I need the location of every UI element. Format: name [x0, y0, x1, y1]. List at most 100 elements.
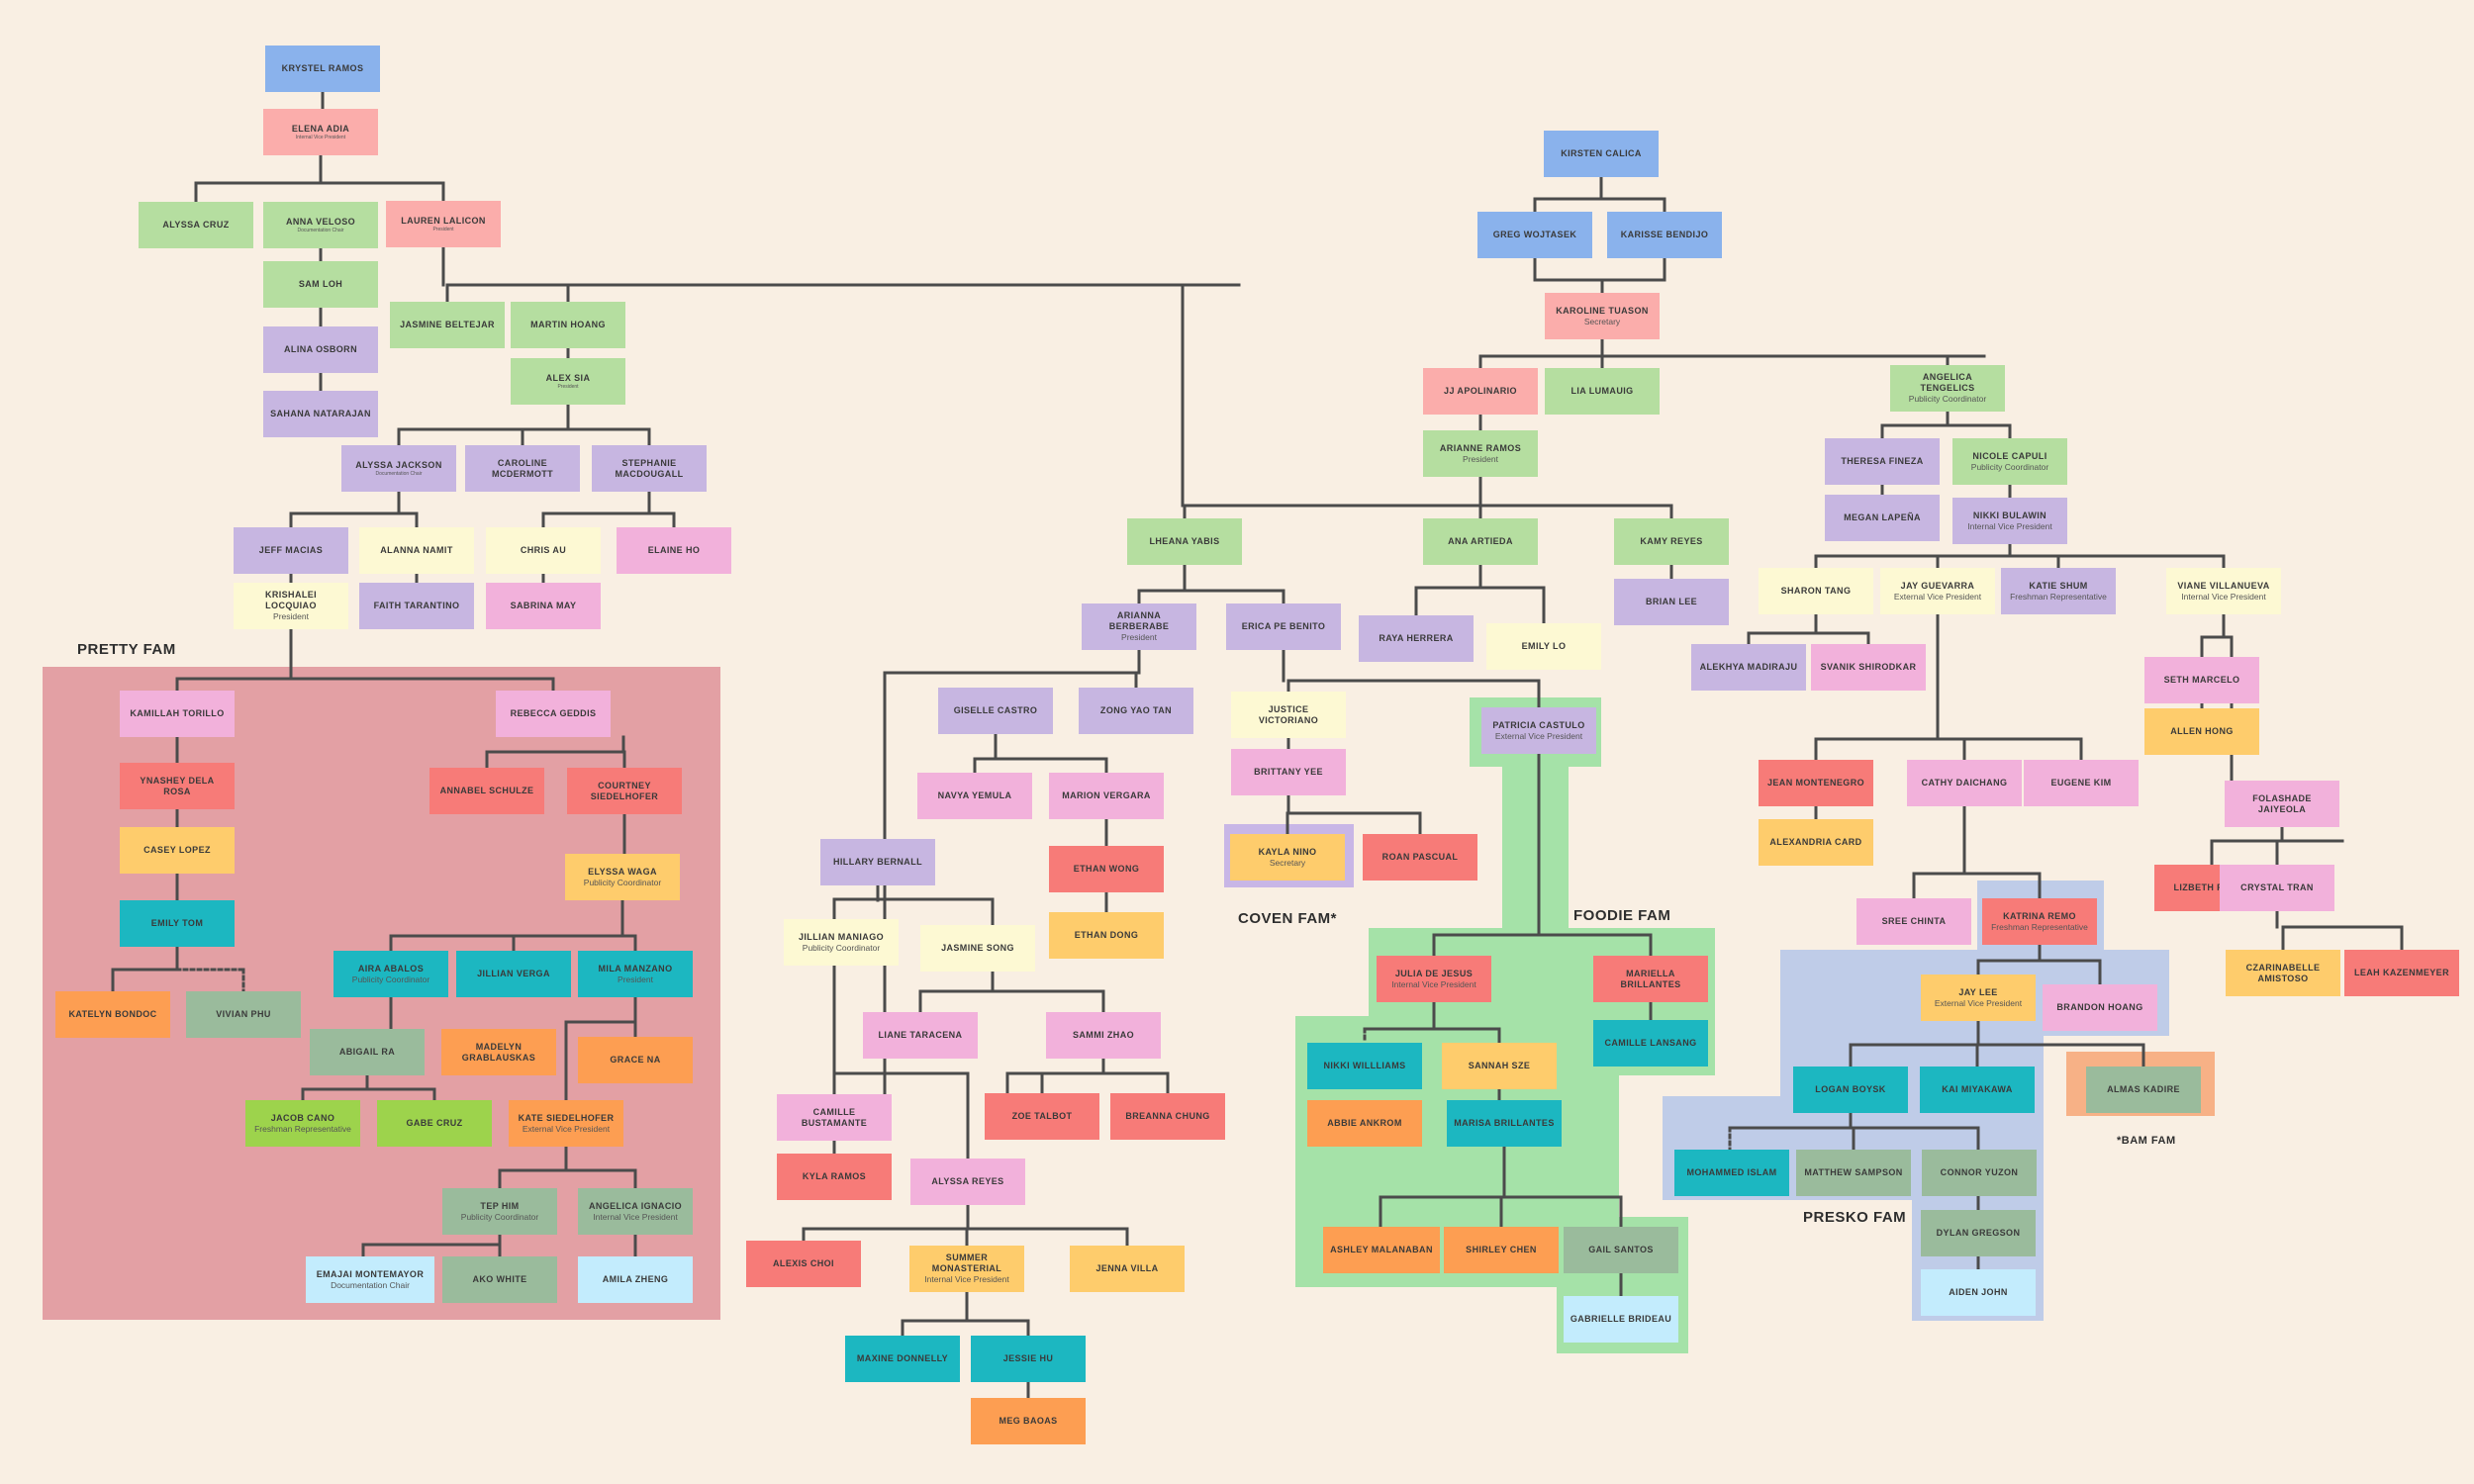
member-card-alanna-namit: ALANNA NAMIT — [359, 527, 474, 574]
member-role: Secretary — [1269, 858, 1306, 868]
member-name: ALYSSA CRUZ — [162, 220, 230, 231]
member-role: Publicity Coordinator — [460, 1212, 539, 1222]
member-card-gabrielle-brideau: GABRIELLE BRIDEAU — [1564, 1296, 1678, 1343]
member-name: YNASHEY DELA ROSA — [140, 776, 215, 796]
member-name: REBECCA GEDDIS — [510, 708, 597, 719]
member-card-sharon-tang: SHARON TANG — [1759, 568, 1873, 614]
member-name: JILLIAN VERGA — [477, 969, 550, 979]
member-card-megan-lapeña: MEGAN LAPEÑA — [1825, 495, 1940, 541]
member-card-marisa-brillantes: MARISA BRILLANTES — [1447, 1100, 1562, 1147]
member-role: Documentation Chair — [297, 227, 344, 233]
member-name: ALINA OSBORN — [284, 344, 357, 355]
member-role: President — [618, 974, 653, 984]
member-card-nikki-willliams: NIKKI WILLLIAMS — [1307, 1043, 1422, 1089]
member-name: KAMILLAH TORILLO — [130, 708, 225, 719]
member-card-jean-montenegro: JEAN MONTENEGRO — [1759, 760, 1873, 806]
member-name: STEPHANIE MACDOUGALL — [615, 458, 684, 479]
member-card-karisse-bendijo: KARISSE BENDIJO — [1607, 212, 1722, 258]
member-name: TEP HIM — [480, 1200, 520, 1211]
member-name: LAUREN LALICON — [401, 215, 486, 226]
member-name: GRACE NA — [610, 1055, 661, 1066]
member-card-camille-lansang: CAMILLE LANSANG — [1593, 1020, 1708, 1067]
member-name: BRANDON HOANG — [2056, 1002, 2143, 1013]
member-card-matthew-sampson: MATTHEW SAMPSON — [1796, 1150, 1911, 1196]
member-name: CATHY DAICHANG — [1921, 778, 2008, 788]
member-role: External Vice President — [1893, 592, 1982, 602]
member-card-gabe-cruz: GABE CRUZ — [377, 1100, 492, 1147]
member-name: MARISA BRILLANTES — [1454, 1118, 1555, 1129]
member-card-stephanie-macdougall: STEPHANIE MACDOUGALL — [592, 445, 707, 492]
member-card-annabel-schulze: ANNABEL SCHULZE — [429, 768, 544, 814]
member-role: Internal Vice President — [593, 1212, 678, 1222]
member-card-amila-zheng: AMILA ZHENG — [578, 1256, 693, 1303]
family-label-presko-fam: PRESKO FAM — [1803, 1209, 1907, 1226]
member-card-eugene-kim: EUGENE KIM — [2024, 760, 2139, 806]
member-name: ABIGAIL RA — [338, 1047, 396, 1058]
member-name: DYLAN GREGSON — [1936, 1228, 2021, 1239]
member-name: RAYA HERRERA — [1379, 633, 1454, 644]
member-name: JAY LEE — [1958, 986, 1998, 997]
member-card-svanik-shirodkar: SVANIK SHIRODKAR — [1811, 644, 1926, 691]
member-name: AIRA ABALOS — [357, 963, 425, 974]
member-card-almas-kadire: ALMAS KADIRE — [2086, 1067, 2201, 1113]
member-name: JEFF MACIAS — [258, 545, 324, 556]
member-card-allen-hong: ALLEN HONG — [2144, 708, 2259, 755]
member-name: ASHLEY MALANABAN — [1330, 1245, 1433, 1255]
member-name: JEAN MONTENEGRO — [1766, 778, 1864, 788]
member-card-alina-osborn: ALINA OSBORN — [263, 326, 378, 373]
member-card-faith-tarantino: FAITH TARANTINO — [359, 583, 474, 629]
member-card-mariella-brillantes: MARIELLA BRILLANTES — [1593, 956, 1708, 1002]
member-name: SUMMER MONASTERIAL — [931, 1252, 1002, 1273]
member-name: SVANIK SHIRODKAR — [1820, 662, 1917, 673]
member-name: MARIELLA BRILLANTES — [1620, 969, 1681, 989]
member-name: ANGELICA TENGELICS — [1920, 372, 1975, 393]
member-name: EUGENE KIM — [2050, 778, 2112, 788]
member-name: VIANE VILLANUEVA — [2177, 580, 2270, 591]
member-role: Internal Vice President — [1967, 521, 2052, 531]
member-role: President — [1463, 454, 1498, 464]
member-name: CRYSTAL TRAN — [2240, 882, 2314, 893]
member-card-zoe-talbot: ZOE TALBOT — [985, 1093, 1099, 1140]
member-card-roan-pascual: ROAN PASCUAL — [1363, 834, 1477, 881]
member-name: CHRIS AU — [520, 545, 567, 556]
member-card-sahana-natarajan: SAHANA NATARAJAN — [263, 391, 378, 437]
member-card-justice-victoriano: JUSTICE VICTORIANO — [1231, 692, 1346, 738]
family-label-foodie-fam: FOODIE FAM — [1573, 907, 1671, 924]
member-card-seth-marcelo: SETH MARCELO — [2144, 657, 2259, 703]
member-name: JILLIAN MANIAGO — [799, 931, 884, 942]
member-name: ANA ARTIEDA — [1448, 536, 1513, 547]
member-card-jeff-macias: JEFF MACIAS — [234, 527, 348, 574]
member-name: GISELLE CASTRO — [953, 705, 1038, 716]
member-card-brittany-yee: BRITTANY YEE — [1231, 749, 1346, 795]
member-role: Internal Vice President — [924, 1274, 1009, 1285]
member-name: KRISHALEI LOCQUIAO — [264, 590, 318, 610]
member-name: CAMILLE BUSTAMANTE — [801, 1107, 868, 1128]
member-name: AKO WHITE — [472, 1274, 527, 1285]
member-name: ELENA ADIA — [291, 123, 350, 134]
member-card-kai-miyakawa: KAI MIYAKAWA — [1920, 1067, 2035, 1113]
member-name: SHARON TANG — [1780, 586, 1852, 597]
member-role: Publicity Coordinator — [1908, 394, 1987, 405]
member-card-chris-au: CHRIS AU — [486, 527, 601, 574]
member-name: ZONG YAO TAN — [1099, 705, 1173, 716]
member-name: ERICA PE BENITO — [1241, 621, 1326, 632]
member-card-crystal-tran: CRYSTAL TRAN — [2220, 865, 2334, 911]
member-card-breanna-chung: BREANNA CHUNG — [1110, 1093, 1225, 1140]
member-name: KATE SIEDELHOFER — [518, 1112, 615, 1123]
member-card-theresa-fineza: THERESA FINEZA — [1825, 438, 1940, 485]
